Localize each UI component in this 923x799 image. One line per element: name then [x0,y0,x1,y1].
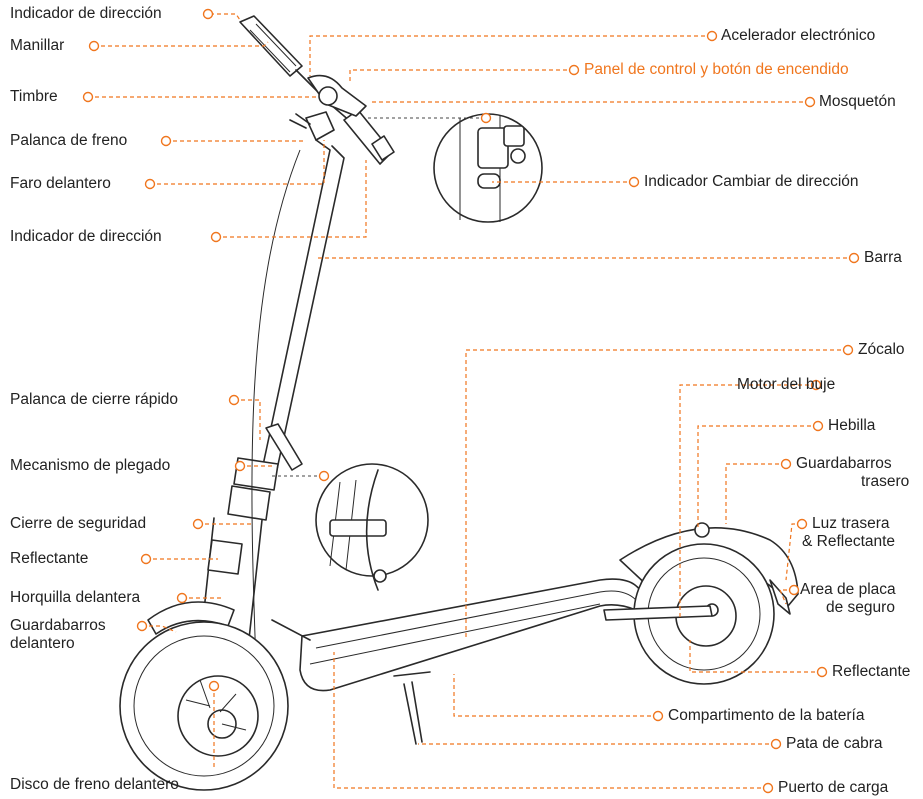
leader-lines [88,13,854,789]
label-indicador-cambiar: Indicador Cambiar de dirección [644,173,859,190]
label-compartimento-bateria: Compartimento de la batería [668,707,865,724]
label-timbre: Timbre [10,88,58,105]
label-motor-buje: Motor del buje [737,376,836,393]
label-puerto-carga: Puerto de carga [778,779,889,796]
label-indicador-direccion-top: Indicador de dirección [10,5,162,22]
label-disco-freno: Disco de freno delantero [10,776,179,793]
label-cierre-seguridad: Cierre de seguridad [10,515,147,532]
label-pata-cabra: Pata de cabra [786,735,883,752]
scooter-drawing [119,15,799,791]
label-guardabarros-trasero-1: Guardabarros [796,455,892,472]
zoom-detail-folding [272,463,429,591]
label-area-placa-2: de seguro [826,599,895,616]
label-mosqueton: Mosquetón [819,93,896,110]
label-manillar: Manillar [10,37,65,54]
label-zocalo: Zócalo [858,341,905,358]
label-palanca-freno: Palanca de freno [10,132,128,149]
zoom-detail-handlebar [368,113,543,223]
label-faro-delantero: Faro delantero [10,175,111,192]
direction-indicator-button [477,173,501,189]
label-guardabarros-trasero-2: trasero [861,473,910,490]
label-palanca-cierre-rapido: Palanca de cierre rápido [10,391,179,408]
label-horquilla-delantera: Horquilla delantera [10,589,141,606]
front-fender [147,601,235,635]
label-guardabarros-delantero-2: delantero [10,635,75,652]
bell [318,86,338,106]
label-barra: Barra [864,249,902,266]
quick-release-lever [265,423,303,471]
label-mecanismo-plegado: Mecanismo de plegado [10,457,171,474]
label-luz-trasera-2: & Reflectante [802,533,896,550]
leader-dots [82,8,860,794]
label-reflectante-left: Reflectante [10,550,89,567]
reflector-front [207,539,243,575]
kickstand [403,681,423,745]
label-luz-trasera-1: Luz trasera [812,515,890,532]
label-area-placa-1: Area de placa [800,581,896,598]
label-panel-control: Panel de control y botón de encendido [584,61,849,78]
label-hebilla: Hebilla [828,417,876,434]
left-grip [239,15,303,77]
label-indicador-direccion-bottom: Indicador de dirección [10,228,162,245]
label-reflectante-right: Reflectante [832,663,911,680]
label-acelerador: Acelerador electrónico [721,27,876,44]
label-guardabarros-delantero-1: Guardabarros [10,617,106,634]
deck [299,578,721,692]
rear-buckle [694,522,710,538]
